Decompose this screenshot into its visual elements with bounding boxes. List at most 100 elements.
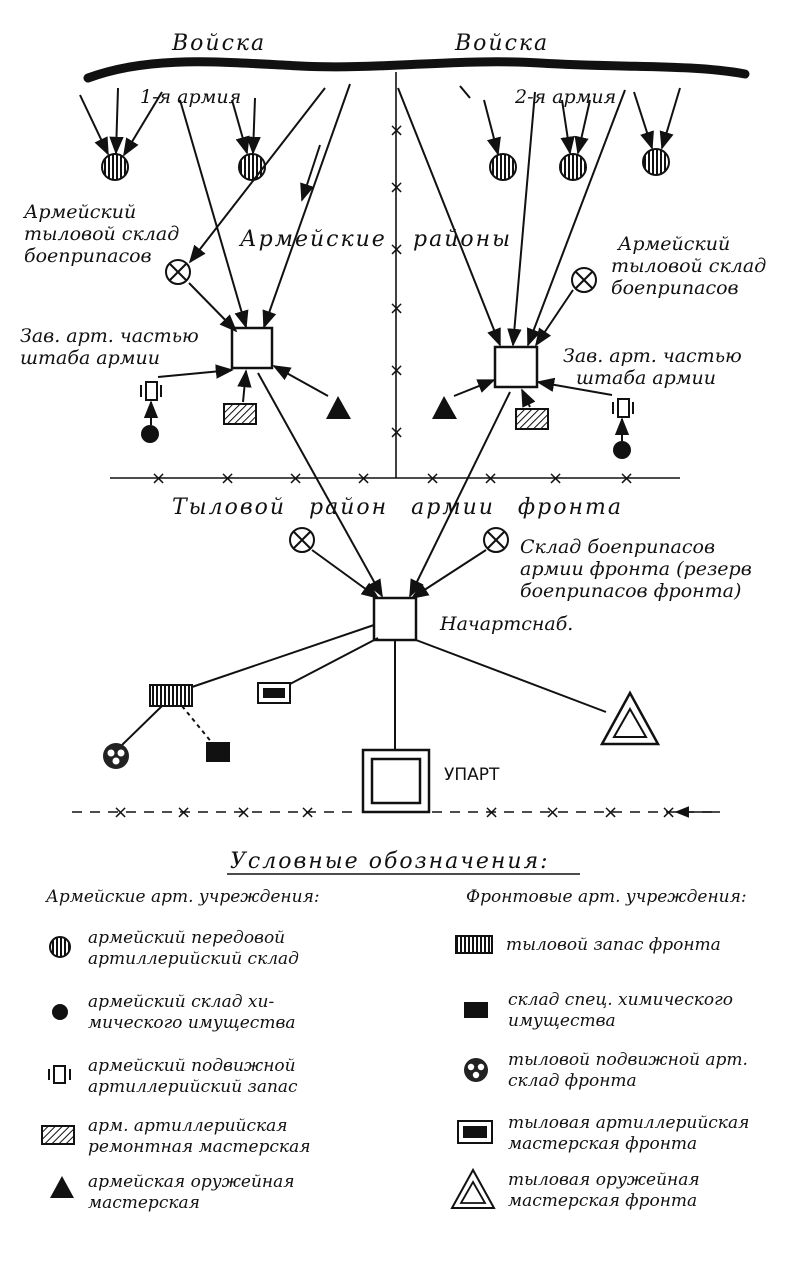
marker-x: ×: [220, 468, 235, 489]
troops-label-right: Войска: [454, 31, 549, 56]
mobile-reserve-right: [617, 398, 630, 418]
front-chief-node: [372, 596, 418, 642]
svg-text:мастерская фронта: мастерская фронта: [508, 1134, 697, 1154]
mobile-depot-icon: [464, 1058, 488, 1082]
armory-right: [432, 396, 457, 419]
marker-x: ×: [151, 468, 166, 489]
marker-x: ×: [389, 298, 404, 319]
forward-depot-5: [642, 148, 670, 176]
svg-text:ремонтная мастерская: ремонтная мастерская: [88, 1137, 310, 1157]
marker-x: ×: [236, 802, 251, 823]
front-depot-label: Склад боеприпасов армии фронта (резерв б…: [520, 536, 752, 602]
army-rear-depot-right-label: Армейский тыловой склад боеприпасов: [611, 233, 766, 299]
striped-rect-icon: [455, 935, 493, 954]
marker-x: ×: [603, 802, 618, 823]
repair-shop-right: [515, 408, 549, 430]
marker-x: ×: [661, 802, 676, 823]
svg-text:мастерская: мастерская: [88, 1193, 200, 1213]
front-chief-links: [121, 624, 607, 752]
left-hq-arrows: [157, 83, 351, 403]
front-units: [103, 682, 661, 814]
army-hq-left: [230, 326, 274, 370]
svg-text:арм. артиллерийская: арм. артиллерийская: [88, 1116, 288, 1136]
marker-x: ×: [548, 468, 563, 489]
right-army-units: [432, 396, 634, 459]
legend-title: Условные обозначения:: [230, 849, 550, 874]
forward-depot-1: [101, 153, 129, 181]
legend-front-heading: Фронтовые арт. учреждения:: [466, 887, 747, 907]
svg-text:тыловой подвижной арт.: тыловой подвижной арт.: [508, 1050, 748, 1070]
upart-inner: [370, 757, 422, 805]
svg-text:тыловой склад: тыловой склад: [24, 223, 179, 245]
mobile-reserve-left: [145, 381, 158, 401]
army-hq-right-label: Зав. арт. частью штаба армии: [563, 345, 742, 389]
framed-rect-icon: [457, 1120, 493, 1144]
front-depot-right: [483, 527, 509, 553]
svg-text:Армейский: Армейский: [616, 233, 730, 255]
svg-text:Зав. арт. частью: Зав. арт. частью: [20, 325, 199, 347]
svg-text:армейский передовой: армейский передовой: [88, 928, 285, 948]
svg-text:боеприпасов фронта): боеприпасов фронта): [520, 580, 741, 602]
army-2-label: 2-я армия: [514, 86, 616, 108]
marker-x: ×: [389, 177, 404, 198]
army-hq-right: [493, 345, 539, 389]
svg-text:склад фронта: склад фронта: [508, 1071, 637, 1091]
forward-depot-3: [489, 153, 517, 181]
marker-x: ×: [425, 468, 440, 489]
right-hq-arrows: [397, 87, 626, 408]
svg-text:штаба армии: штаба армии: [576, 367, 716, 389]
svg-text:штаба армии: штаба армии: [20, 347, 160, 369]
marker-x: ×: [113, 802, 128, 823]
svg-text:артиллерийский запас: артиллерийский запас: [88, 1077, 298, 1097]
repair-shop-left: [223, 403, 257, 425]
filled-circle-icon: [52, 1004, 68, 1020]
svg-text:мастерская фронта: мастерская фронта: [508, 1191, 697, 1211]
marker-x: ×: [484, 802, 499, 823]
army-rear-depot-left: [165, 259, 191, 285]
troop-arrows: [79, 85, 681, 157]
marker-x: ×: [356, 468, 371, 489]
chem-depot-left: [141, 425, 159, 443]
svg-text:тыловая артиллерийская: тыловая артиллерийская: [508, 1113, 749, 1133]
boundary-markers: × × × × × × × × × × × × × × × × × × × × …: [113, 120, 676, 823]
legend-front-texts: тыловой запас фронта склад спец. химичес…: [506, 935, 749, 1211]
svg-text:армии фронта (резерв: армии фронта (резерв: [520, 558, 752, 580]
army-areas-label-left: Армейские: [238, 227, 387, 252]
chem-depot-right: [613, 441, 631, 459]
forward-depot-4: [559, 153, 587, 181]
front-chief-label: Начартснаб.: [439, 613, 573, 635]
front-arrows: [257, 372, 511, 600]
marker-x: ×: [300, 802, 315, 823]
svg-text:мического имущества: мического имущества: [88, 1013, 295, 1033]
svg-text:тыловой склад: тыловой склад: [611, 255, 766, 277]
marker-x: ×: [288, 468, 303, 489]
troops-label-left: Войска: [171, 31, 266, 56]
striped-circle-icon: [49, 936, 71, 958]
marker-x: ×: [483, 468, 498, 489]
svg-text:боеприпасов: боеприпасов: [24, 245, 152, 267]
marker-x: ×: [389, 239, 404, 260]
army-hq-left-label: Зав. арт. частью штаба армии: [20, 325, 199, 369]
troops-line: [83, 57, 750, 83]
svg-text:тыловая оружейная: тыловая оружейная: [508, 1170, 700, 1190]
svg-text:имущества: имущества: [508, 1011, 616, 1031]
upart-label: УПАРТ: [444, 765, 500, 785]
svg-text:Зав. арт. частью: Зав. арт. частью: [563, 345, 742, 367]
front-chem-depot: [206, 742, 230, 762]
front-armory-inner: [612, 706, 648, 738]
legend-army-texts: армейский передовой артиллерийский склад…: [88, 928, 310, 1213]
svg-text:армейский склад хи-: армейский склад хи-: [88, 992, 274, 1012]
svg-text:Склад боеприпасов: Склад боеприпасов: [520, 536, 715, 558]
svg-text:Армейский: Армейский: [22, 201, 136, 223]
svg-text:армейский подвижной: армейский подвижной: [88, 1056, 296, 1076]
front-rear-reserve: [149, 684, 193, 707]
front-mobile-depot: [103, 743, 129, 769]
marker-x: ×: [545, 802, 560, 823]
left-army-units: [140, 381, 351, 443]
svg-text:склад спец. химического: склад спец. химического: [508, 990, 733, 1010]
double-triangle-icon: [450, 1167, 496, 1209]
filled-triangle-icon: [50, 1176, 74, 1198]
mobile-reserve-icon: [48, 1065, 71, 1084]
forward-depot-2: [238, 153, 266, 181]
